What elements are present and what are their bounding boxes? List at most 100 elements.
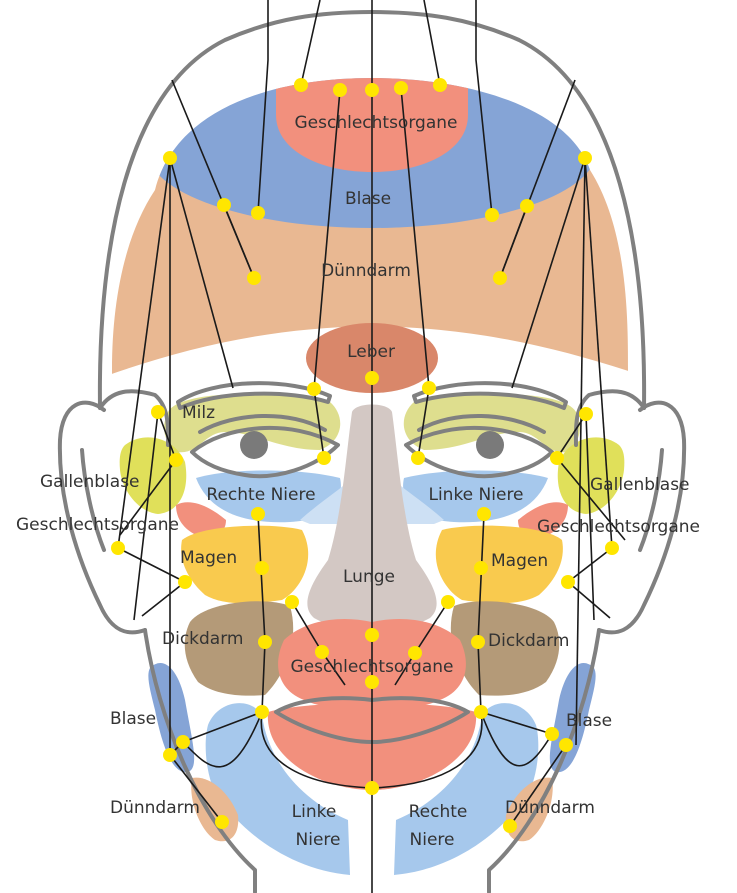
label-linke-niere-eye: Linke Niere (428, 485, 523, 505)
acupoint-37 (408, 646, 422, 660)
acupoint-1 (294, 78, 308, 92)
zone-milz-left (164, 393, 341, 453)
acupoint-7 (578, 151, 592, 165)
label-leber: Leber (347, 342, 395, 362)
acupoint-5 (433, 78, 447, 92)
label-geschlechtsorgane-forehead: Geschlechtsorgane (295, 113, 458, 133)
acupoint-23 (251, 507, 265, 521)
zone-magen-left (181, 525, 309, 604)
right-eyebrow (412, 381, 568, 410)
acupoint-9 (251, 206, 265, 220)
acupoint-43 (545, 727, 559, 741)
acupoint-31 (285, 595, 299, 609)
acupoint-38 (365, 675, 379, 689)
acupoint-25 (111, 541, 125, 555)
label-gallenblase-right: Gallenblase (590, 475, 690, 495)
acupoint-45 (365, 781, 379, 795)
left-ear (57, 400, 147, 635)
acupoint-35 (365, 628, 379, 642)
acupoint-12 (247, 271, 261, 285)
acupoint-46 (215, 815, 229, 829)
label-dickdarm-left: Dickdarm (162, 629, 243, 649)
acupoints (111, 78, 619, 833)
label-magen-right: Magen (491, 551, 548, 571)
zone-dickdarm-left (184, 601, 294, 696)
left-eyelid-fold (198, 414, 327, 434)
label-dickdarm-right: Dickdarm (488, 631, 569, 651)
acupoint-24 (477, 507, 491, 521)
jaw-outline (143, 628, 601, 893)
zone-geschlechtsorgane-cheek-right (518, 502, 568, 538)
left-eyebrow (176, 381, 332, 410)
acupoint-29 (178, 575, 192, 589)
acupoint-33 (258, 635, 272, 649)
acupoint-2 (333, 83, 347, 97)
zone-geschlechtsorgane-cheek-left (176, 502, 226, 538)
acupoint-11 (520, 199, 534, 213)
acupoint-3 (365, 83, 379, 97)
zone-magen-right (435, 525, 563, 604)
zone-niere-jaw-left (205, 703, 350, 875)
right-iris (476, 431, 504, 459)
label-duenndarm-left: Dünndarm (110, 798, 200, 818)
acupoint-10 (485, 208, 499, 222)
zone-niere-eye-left (196, 470, 341, 523)
acupoint-6 (163, 151, 177, 165)
zone-niere-jaw-right (394, 703, 539, 875)
label-blase-right: Blase (566, 711, 612, 731)
acupoint-22 (550, 451, 564, 465)
label-magen-left: Magen (180, 548, 237, 568)
zone-dickdarm-right (450, 601, 560, 696)
label-lunge: Lunge (343, 567, 395, 587)
acupoint-15 (307, 382, 321, 396)
eyes (176, 381, 568, 479)
zone-labels: Geschlechtsorgane Blase Dünndarm Leber M… (16, 113, 700, 850)
mouth-opening (274, 696, 470, 744)
zone-milz-right (403, 393, 580, 453)
label-duenndarm-forehead: Dünndarm (321, 261, 411, 281)
label-gallenblase-left: Gallenblase (40, 472, 140, 492)
acupoint-4 (394, 81, 408, 95)
left-iris (240, 431, 268, 459)
acupoint-21 (411, 451, 425, 465)
acupoint-14 (365, 371, 379, 385)
right-ear (597, 400, 687, 635)
label-rechte-niere-eye: Rechte Niere (206, 485, 315, 505)
acupoint-42 (163, 748, 177, 762)
acupoint-28 (474, 561, 488, 575)
acupoint-18 (579, 407, 593, 421)
acupoint-8 (217, 198, 231, 212)
acupoint-19 (169, 453, 183, 467)
label-blase-forehead: Blase (345, 189, 391, 209)
meridian-lines (117, 0, 626, 893)
label-duenndarm-right: Dünndarm (505, 798, 595, 818)
label-geschlechtsorgane-left: Geschlechtsorgane (16, 515, 179, 535)
acupoint-26 (605, 541, 619, 555)
label-milz: Milz (182, 403, 215, 423)
label-geschlechtsorgane-right: Geschlechtsorgane (537, 517, 700, 537)
acupoint-40 (474, 705, 488, 719)
acupoint-13 (493, 271, 507, 285)
zone-niere-eye-right (403, 470, 548, 523)
label-blase-left: Blase (110, 709, 156, 729)
acupoint-17 (151, 405, 165, 419)
acupoint-34 (471, 635, 485, 649)
right-eyelid-fold (417, 414, 546, 434)
label-linke-niere-line1: Linke (292, 802, 337, 822)
acupoint-16 (422, 381, 436, 395)
acupoint-20 (317, 451, 331, 465)
acupoint-41 (176, 735, 190, 749)
acupoint-36 (315, 645, 329, 659)
acupoint-30 (561, 575, 575, 589)
acupoint-32 (441, 595, 455, 609)
acupoint-47 (503, 819, 517, 833)
label-rechte-niere-line1: Rechte (409, 802, 468, 822)
zone-duenndarm-jaw-right (505, 777, 553, 842)
label-rechte-niere-line2: Niere (410, 830, 455, 850)
acupoint-39 (255, 705, 269, 719)
label-geschlechtsorgane-mouth: Geschlechtsorgane (291, 657, 454, 677)
acupoint-44 (559, 738, 573, 752)
left-eye (190, 425, 340, 479)
label-linke-niere-line2: Niere (296, 830, 341, 850)
